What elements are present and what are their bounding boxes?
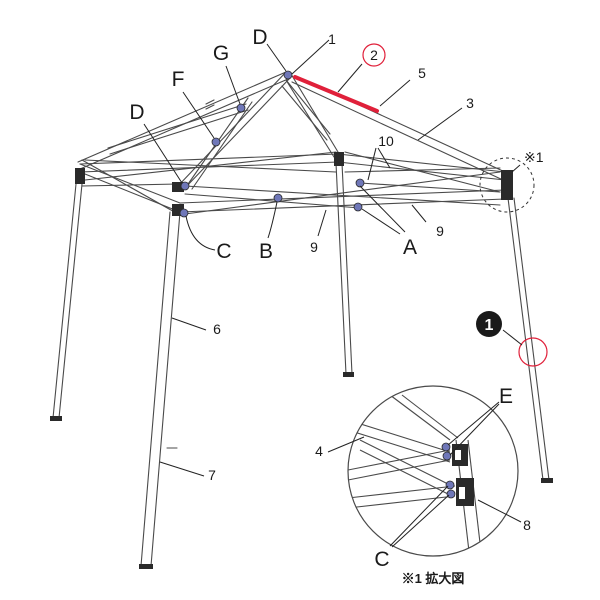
roof-strut-g	[107, 103, 249, 155]
leg-back-left	[52, 183, 83, 419]
label-5: 5	[418, 65, 426, 81]
detail-joint-e-2	[442, 451, 452, 461]
joint-g	[236, 103, 246, 113]
joint-c-main	[179, 208, 189, 218]
label-6: 6	[213, 321, 221, 337]
label-c-detail: C	[374, 548, 389, 571]
step-marker-number: 1	[485, 317, 494, 334]
scissor-back	[84, 151, 337, 181]
label-2-circled: 2	[370, 47, 378, 63]
detail-caption: ※1 拡大図	[402, 571, 465, 586]
label-10: 10	[378, 133, 394, 149]
label-9-left: 9	[310, 239, 318, 255]
joint-a-upper	[355, 178, 365, 188]
scissor-right	[344, 151, 501, 193]
step-marker-circle	[518, 337, 548, 367]
detail-joint-c-2	[446, 489, 456, 499]
bracket-front-left-top	[172, 182, 184, 192]
rafter-front-left	[177, 71, 291, 190]
label-7: 7	[208, 467, 216, 483]
detail-enlarged-view	[347, 385, 519, 557]
joint-pins	[179, 70, 365, 218]
rail-right	[337, 153, 506, 181]
detail-joint-c-1	[445, 480, 455, 490]
circled-2-ring	[362, 43, 386, 67]
label-g: G	[213, 42, 229, 65]
leg-front-right	[507, 197, 550, 481]
leg-back-center	[335, 162, 353, 375]
label-a: A	[403, 236, 417, 259]
label-d-left: D	[129, 101, 144, 124]
label-1: 1	[328, 31, 336, 47]
label-8: 8	[523, 517, 531, 533]
label-3: 3	[466, 95, 474, 111]
label-f: F	[172, 68, 185, 91]
label-b: B	[259, 240, 273, 263]
rafter-back-right	[285, 73, 339, 158]
joint-f	[211, 137, 221, 147]
bracket-front-right	[501, 170, 513, 200]
labels: D 1 2 5 3 G F D 10 ※1 C B 9 A 9 6 7 4 E …	[129, 26, 543, 586]
label-c-main: C	[216, 240, 231, 263]
label-d-top: D	[252, 26, 267, 49]
canopy-frame	[52, 71, 550, 567]
scissor-left	[81, 159, 179, 215]
joint-a-lower	[353, 202, 363, 212]
roof-strut-rear	[281, 79, 331, 141]
bracket-back-left	[75, 168, 85, 184]
rail-front	[179, 189, 506, 213]
leg-feet	[50, 372, 553, 569]
joint-b	[273, 193, 283, 203]
label-4: 4	[315, 443, 323, 459]
joint-top-hub	[283, 70, 293, 80]
joint-d-left	[180, 181, 190, 191]
highlighted-rafter-part-2	[293, 75, 379, 113]
step-marker-badge: 1	[476, 311, 502, 337]
label-9-right: 9	[436, 223, 444, 239]
detail-marker-circle	[479, 157, 535, 213]
corner-brackets	[75, 152, 513, 216]
leader-lines	[143, 39, 523, 548]
leg-front-left	[140, 211, 181, 567]
bracket-back-center	[334, 152, 344, 166]
label-e-detail: E	[499, 385, 513, 408]
label-detail-ref: ※1	[524, 149, 544, 165]
